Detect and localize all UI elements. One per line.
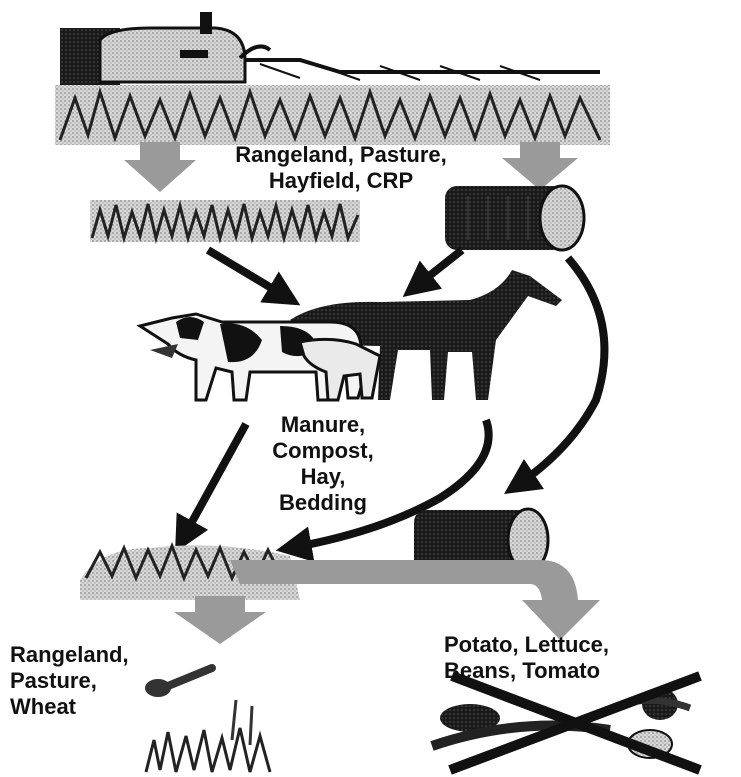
arrow-bale-to-animals (414, 250, 462, 288)
label-line: Potato, Lettuce, (444, 632, 734, 658)
hay-bale-icon (445, 186, 584, 250)
top-field-icon (55, 85, 610, 145)
cow-icon (140, 314, 380, 400)
label-line: Rangeland, (10, 642, 200, 668)
sprayer-tractor-icon (60, 12, 600, 88)
arrow-animals-to-compost (182, 424, 246, 540)
label-line: Bedding (248, 490, 398, 516)
gray-arrow-right (502, 142, 578, 190)
label-line: Compost, (248, 438, 398, 464)
arrow-grass-to-animals (208, 250, 288, 298)
label-line: Rangeland, Pasture, (176, 142, 506, 168)
label-line: Wheat (10, 694, 200, 720)
label-manure-compost-hay-bedding: Manure, Compost, Hay, Bedding (248, 412, 398, 516)
label-rangeland-pasture-hayfield-crp: Rangeland, Pasture, Hayfield, CRP (176, 142, 506, 194)
grass-strip-icon (90, 200, 360, 242)
label-line: Manure, (248, 412, 398, 438)
label-potato-lettuce-beans-tomato: Potato, Lettuce, Beans, Tomato (444, 632, 734, 684)
crossed-vegetables-icon (432, 676, 700, 770)
label-line: Beans, Tomato (444, 658, 734, 684)
label-line: Hay, (248, 464, 398, 490)
label-line: Hayfield, CRP (176, 168, 506, 194)
label-line: Pasture, (10, 668, 200, 694)
label-rangeland-pasture-wheat: Rangeland, Pasture, Wheat (10, 642, 200, 720)
